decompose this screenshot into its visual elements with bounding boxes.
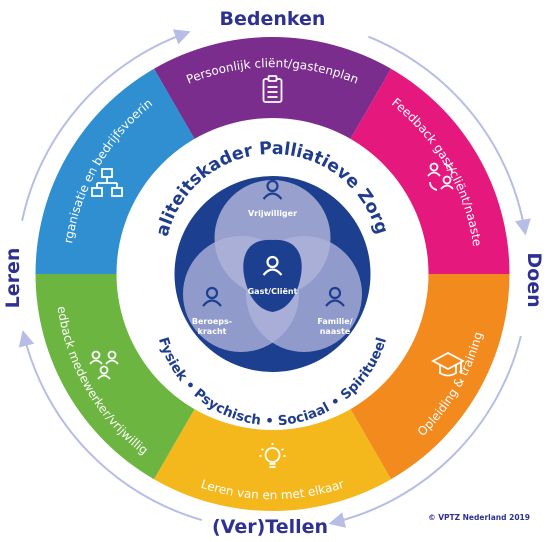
venn-label-beroepskracht-1: Beroeps- — [192, 317, 232, 326]
cycle-label-doen: Doen — [523, 252, 545, 307]
person-icon-gast — [262, 255, 283, 276]
person-icon-vrijwilliger — [262, 179, 283, 200]
venn-label-gast: Gast/Cliënt — [248, 287, 298, 296]
copyright: © VPTZ Nederland 2019 — [428, 513, 530, 522]
venn-label-familie-2: naaste — [320, 327, 351, 336]
segment-organisatie — [35, 68, 197, 274]
cycle-arrows — [18, 29, 531, 528]
segment-leren-elkaar — [154, 405, 391, 511]
venn-center-blob — [243, 239, 302, 312]
cycle-label-vertellen: (Ver)Tellen — [212, 516, 328, 538]
cycle-arrow-1 — [368, 35, 531, 236]
team-feedback-icon — [89, 350, 119, 380]
clipboard-icon — [262, 75, 283, 103]
cycle-arrow-4 — [21, 29, 191, 221]
segment-feedback-gast — [348, 68, 510, 274]
graduation-cap-icon — [431, 351, 465, 377]
cycle-arrow-3 — [18, 330, 203, 522]
segment-feedback-medewerker — [35, 274, 197, 480]
person-icon-beroepskracht — [202, 286, 222, 307]
cycle-label-leren: Leren — [2, 248, 24, 309]
venn-label-familie-1: Familie/ — [317, 317, 352, 326]
segment-opleiding — [348, 274, 510, 480]
ring-segments — [35, 36, 510, 511]
people-feedback-icon — [427, 162, 454, 191]
org-chart-icon — [91, 168, 123, 197]
venn-label-beroepskracht-2: kracht — [198, 327, 227, 336]
venn-label-vrijwilliger: Vrijwilliger — [248, 209, 297, 218]
lightbulb-icon — [259, 443, 286, 468]
cycle-arrow-2 — [328, 335, 522, 528]
cycle-label-bedenken: Bedenken — [220, 8, 326, 30]
person-icon-familie — [325, 286, 345, 307]
segment-persoonlijk-plan — [154, 36, 391, 143]
